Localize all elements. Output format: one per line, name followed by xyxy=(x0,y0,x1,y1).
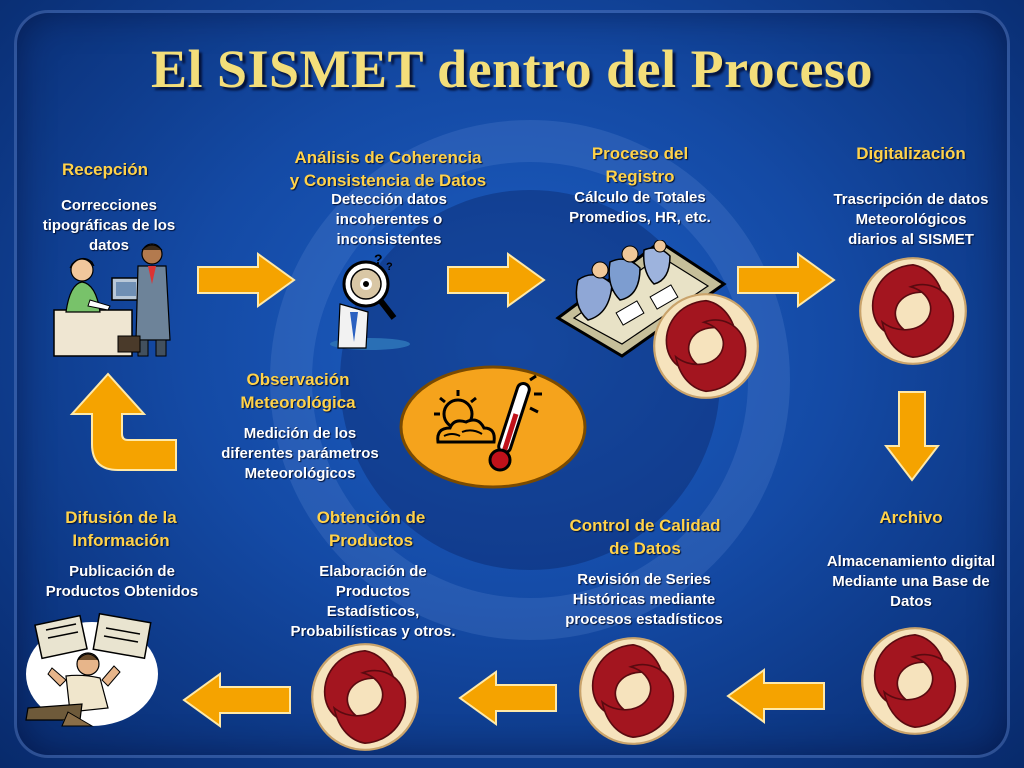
digitalizacion-description: Trascripción de datos Meteorológicos dia… xyxy=(812,190,1010,250)
observacion-heading: Observación Meteorológica xyxy=(214,368,382,414)
flow-arrow-right-icon xyxy=(737,252,836,308)
weather-thermometer-icon xyxy=(399,365,587,489)
flow-arrow-left-icon xyxy=(726,668,825,724)
sismet-swirl-logo-icon xyxy=(579,637,687,745)
analisis-desc-line: inconsistentes xyxy=(336,231,442,248)
difusion-heading-line: Difusión de la xyxy=(65,508,177,527)
control-description: Revisión de Series Históricas mediante p… xyxy=(544,570,744,630)
control-desc-line: Revisión de Series xyxy=(577,571,711,588)
difusion-desc-line: Publicación de xyxy=(69,563,175,580)
obtencion-desc-line: Probabilísticas y otros. xyxy=(290,623,456,640)
obtencion-desc-line: Productos xyxy=(335,583,411,600)
difusion-heading: Difusión de la Información xyxy=(40,506,202,552)
proceso-heading: Proceso del Registro xyxy=(570,142,710,188)
digitalizacion-heading: Digitalización xyxy=(856,144,966,163)
svg-text:?: ? xyxy=(374,252,383,267)
observacion-desc-line: diferentes parámetros xyxy=(221,445,379,462)
digitalizacion-desc-line: Meteorológicos xyxy=(855,211,967,228)
flow-arrow-return-icon xyxy=(69,372,177,471)
flow-arrow-left-icon xyxy=(182,672,291,728)
control-heading-line: de Datos xyxy=(609,539,681,558)
digitalizacion-desc-line: Trascripción de datos xyxy=(833,191,989,208)
obtencion-heading-line: Obtención de xyxy=(316,508,426,527)
flow-arrow-down-icon xyxy=(884,391,940,482)
archivo-heading: Archivo xyxy=(879,508,943,527)
proceso-desc-line: Promedios, HR, etc. xyxy=(569,209,711,226)
page-title: El SISMET dentro del Proceso xyxy=(150,39,874,99)
obtencion-desc-line: Estadísticos, xyxy=(326,603,420,620)
recepcion-desc-line: Correcciones xyxy=(61,197,157,214)
recepcion-heading: Recepción xyxy=(62,160,148,179)
control-heading-line: Control de Calidad xyxy=(569,516,721,535)
analisis-heading-line: Análisis de Coherencia xyxy=(294,148,482,167)
analisis-desc-line: Detección datos xyxy=(331,191,447,208)
observacion-heading-line: Meteorológica xyxy=(240,393,356,412)
archivo-desc-line: Datos xyxy=(890,593,932,610)
difusion-description: Publicación de Productos Obtenidos xyxy=(24,562,220,602)
digitalizacion-desc-line: diarios al SISMET xyxy=(848,231,974,248)
difusion-heading-line: Información xyxy=(72,531,170,550)
recepcion-description: Correcciones tipográficas de los datos xyxy=(20,196,198,256)
magnifying-glass-person-icon: ? ? xyxy=(330,252,410,350)
team-meeting-table-icon xyxy=(555,240,727,358)
flow-arrow-left-icon xyxy=(458,670,557,726)
obtencion-heading-line: Productos xyxy=(328,531,414,550)
sismet-swirl-logo-icon xyxy=(311,643,419,751)
control-desc-line: procesos estadísticos xyxy=(565,611,723,628)
flow-arrow-right-icon xyxy=(197,252,296,308)
newspaper-reader-icon xyxy=(25,612,158,727)
analisis-desc-line: incoherentes o xyxy=(335,211,443,228)
flow-arrow-right-icon xyxy=(447,252,546,308)
obtencion-heading: Obtención de Productos xyxy=(296,506,446,552)
observacion-description: Medición de los diferentes parámetros Me… xyxy=(200,424,400,484)
obtencion-description: Elaboración de Productos Estadísticos, P… xyxy=(272,562,474,642)
obtencion-desc-line: Elaboración de xyxy=(319,563,427,580)
archivo-desc-line: Almacenamiento digital xyxy=(826,553,996,570)
observacion-heading-line: Observación xyxy=(246,370,350,389)
sismet-swirl-logo-icon xyxy=(859,257,967,365)
difusion-desc-line: Productos Obtenidos xyxy=(45,583,199,600)
analisis-heading: Análisis de Coherencia y Consistencia de… xyxy=(266,146,510,192)
observacion-desc-line: Medición de los xyxy=(243,425,357,442)
office-reception-clipart-icon xyxy=(53,243,171,357)
recepcion-desc-line: datos xyxy=(88,237,129,254)
observacion-desc-line: Meteorológicos xyxy=(244,465,356,482)
proceso-desc-line: Cálculo de Totales xyxy=(574,189,706,206)
svg-text:?: ? xyxy=(386,261,393,273)
control-heading: Control de Calidad de Datos xyxy=(548,514,742,560)
proceso-heading-line: Registro xyxy=(605,167,675,186)
proceso-heading-line: Proceso del xyxy=(591,144,689,163)
archivo-desc-line: Mediante una Base de xyxy=(832,573,990,590)
sismet-swirl-logo-icon xyxy=(653,293,759,399)
control-desc-line: Históricas mediante xyxy=(572,591,716,608)
archivo-description: Almacenamiento digital Mediante una Base… xyxy=(808,552,1014,612)
recepcion-desc-line: tipográficas de los xyxy=(42,217,176,234)
proceso-description: Cálculo de Totales Promedios, HR, etc. xyxy=(550,188,730,228)
sismet-swirl-logo-icon xyxy=(861,627,969,735)
analisis-heading-line: y Consistencia de Datos xyxy=(289,171,487,190)
analisis-description: Detección datos incoherentes o inconsist… xyxy=(304,190,474,250)
